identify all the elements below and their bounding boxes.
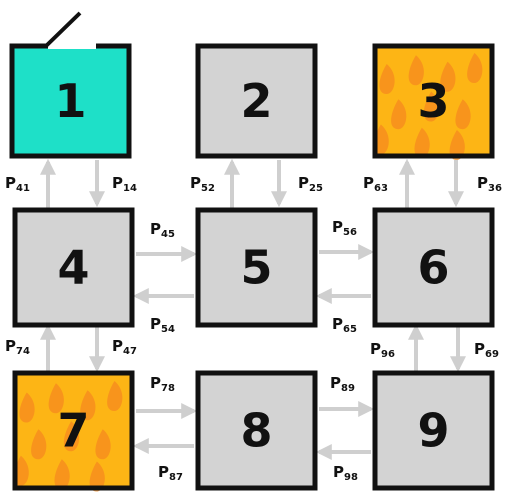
room-number: 2	[240, 74, 272, 128]
room-fill	[198, 210, 315, 325]
transition-label-45: P45	[150, 220, 175, 240]
arrows-layer	[40, 158, 466, 460]
flame-icon	[423, 91, 440, 122]
transition-label-87: P87	[158, 463, 183, 483]
room-5: 5	[195, 207, 318, 328]
room-number: 4	[57, 241, 89, 295]
room-number: 5	[240, 241, 272, 295]
room-3: 3	[372, 43, 495, 160]
transition-label-41: P41	[5, 174, 30, 194]
room-number: 7	[57, 404, 89, 458]
room-1: 1	[9, 43, 132, 159]
room-number: 3	[417, 74, 449, 128]
room-fill	[198, 373, 315, 488]
transition-label-52: P52	[190, 174, 215, 194]
exit-gap	[48, 43, 96, 49]
flame-icon	[408, 55, 424, 86]
room-number: 8	[240, 404, 272, 458]
room-fill	[15, 210, 132, 325]
flame-icon	[455, 99, 471, 130]
room-number: 1	[54, 74, 86, 128]
transition-label-69: P69	[474, 340, 499, 360]
flame-icon	[63, 421, 80, 452]
room-8: 8	[195, 370, 318, 491]
room-fill	[375, 373, 492, 488]
room-2: 2	[195, 43, 318, 159]
transition-label-78: P78	[150, 374, 175, 394]
transition-label-56: P56	[332, 218, 357, 238]
flame-icon	[31, 429, 47, 460]
transition-label-98: P98	[333, 463, 358, 483]
flame-icon	[48, 383, 64, 414]
flame-icon	[80, 390, 96, 421]
room-number: 6	[417, 241, 449, 295]
flame-icon	[19, 392, 35, 423]
transition-label-89: P89	[330, 374, 355, 394]
flame-icon	[107, 381, 123, 411]
transition-label-74: P74	[5, 337, 30, 357]
transition-label-36: P36	[477, 174, 502, 194]
flame-icon	[95, 429, 111, 460]
transition-label-54: P54	[150, 315, 175, 335]
room-6: 6	[372, 207, 495, 328]
flame-icon	[467, 53, 483, 83]
rooms-layer: 1 2 3 4 5 6 7 8 9	[9, 11, 495, 492]
transition-label-65: P65	[332, 315, 357, 335]
flame-icon	[379, 64, 395, 94]
flame-icon	[449, 130, 465, 160]
room-number: 9	[417, 404, 449, 458]
room-7: 7	[12, 370, 135, 492]
room-4: 4	[12, 207, 135, 328]
flame-icon	[440, 61, 456, 92]
transition-label-25: P25	[298, 174, 323, 194]
flame-icon	[414, 127, 430, 158]
flame-icon	[54, 459, 70, 490]
exit-door-icon	[44, 11, 82, 48]
room-fill	[375, 210, 492, 325]
flame-icon	[391, 99, 407, 130]
transition-label-63: P63	[363, 174, 388, 194]
flame-icon	[89, 461, 105, 492]
room-fill	[198, 46, 315, 156]
room-fill	[12, 46, 129, 156]
transition-label-14: P14	[112, 174, 137, 194]
room-9: 9	[372, 370, 495, 491]
transition-label-96: P96	[370, 340, 395, 360]
transition-label-47: P47	[112, 337, 137, 357]
